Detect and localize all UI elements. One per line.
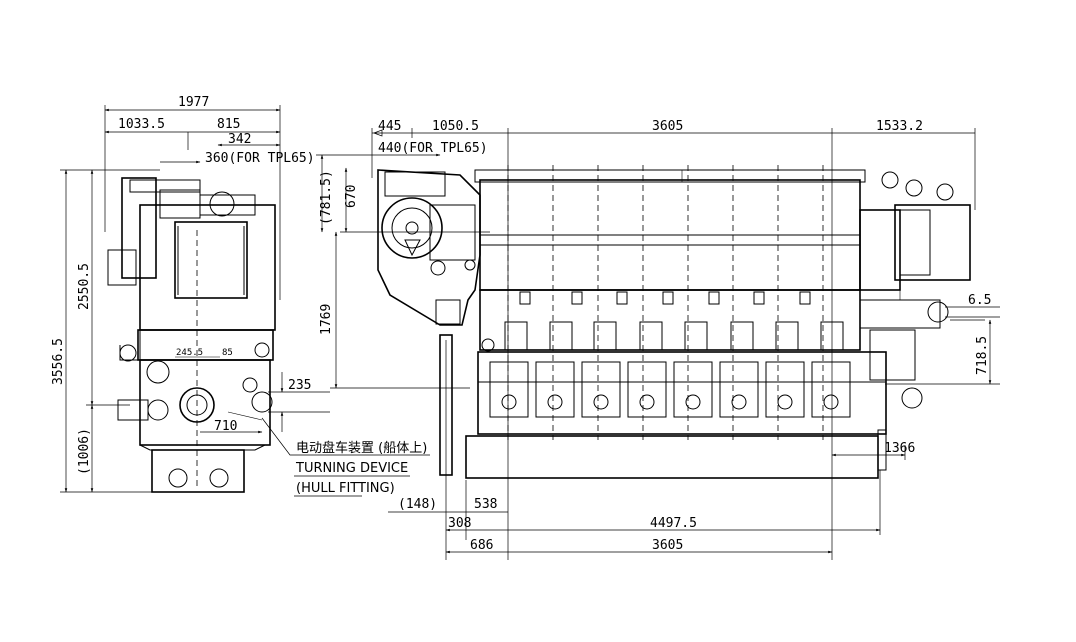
dim-1050-5: 1050.5 bbox=[432, 119, 479, 134]
dim-1033-5: 1033.5 bbox=[118, 117, 165, 132]
dim-360: 360(FOR TPL65) bbox=[205, 151, 315, 166]
dim-3605-bottom: 3605 bbox=[652, 538, 683, 553]
dimension-labels: 1977 1033.5 815 342 360(FOR TPL65) 235 7… bbox=[51, 95, 991, 553]
dim-538: 538 bbox=[474, 497, 497, 512]
dim-1977: 1977 bbox=[178, 95, 209, 110]
dim-445: 445 bbox=[378, 119, 401, 134]
dim-686: 686 bbox=[470, 538, 493, 553]
turning-device-callout: 电动盘车装置 (船体上) TURNING DEVICE (HULL FITTIN… bbox=[294, 440, 427, 497]
dim-1366: 1366 bbox=[884, 441, 915, 456]
cylinder-heads bbox=[504, 291, 844, 351]
crankcase-doors bbox=[489, 361, 851, 418]
side-view bbox=[316, 128, 1000, 560]
dim-1006: (1006) bbox=[77, 428, 92, 475]
dim-4497-5: 4497.5 bbox=[650, 516, 697, 531]
dim-2550-5: 2550.5 bbox=[77, 263, 92, 310]
cylinder-centerlines bbox=[507, 165, 824, 440]
dim-815: 815 bbox=[217, 117, 240, 132]
dim-710: 710 bbox=[214, 419, 237, 434]
turning-device-cn: 电动盘车装置 (船体上) bbox=[296, 440, 427, 456]
dim-148: (148) bbox=[398, 497, 437, 512]
dim-342: 342 bbox=[228, 132, 251, 147]
dim-3605-top: 3605 bbox=[652, 119, 683, 134]
dim-1769: 1769 bbox=[319, 304, 334, 335]
dim-440: 440(FOR TPL65) bbox=[378, 141, 488, 156]
dim-6-5: 6.5 bbox=[968, 293, 991, 308]
dim-85: 85 bbox=[222, 348, 233, 358]
hull-fitting-label: (HULL FITTING) bbox=[296, 481, 395, 496]
end-view bbox=[60, 105, 430, 493]
turning-device-en: TURNING DEVICE bbox=[295, 461, 408, 476]
dim-245-5: 245.5 bbox=[176, 348, 203, 358]
dim-308: 308 bbox=[448, 516, 471, 531]
dim-781-5: (781.5) bbox=[319, 170, 334, 225]
dim-235: 235 bbox=[288, 378, 311, 393]
dim-1533-2: 1533.2 bbox=[876, 119, 923, 134]
dim-3556-5: 3556.5 bbox=[51, 338, 66, 385]
dim-670: 670 bbox=[344, 185, 359, 208]
dim-718-5: 718.5 bbox=[975, 336, 990, 375]
